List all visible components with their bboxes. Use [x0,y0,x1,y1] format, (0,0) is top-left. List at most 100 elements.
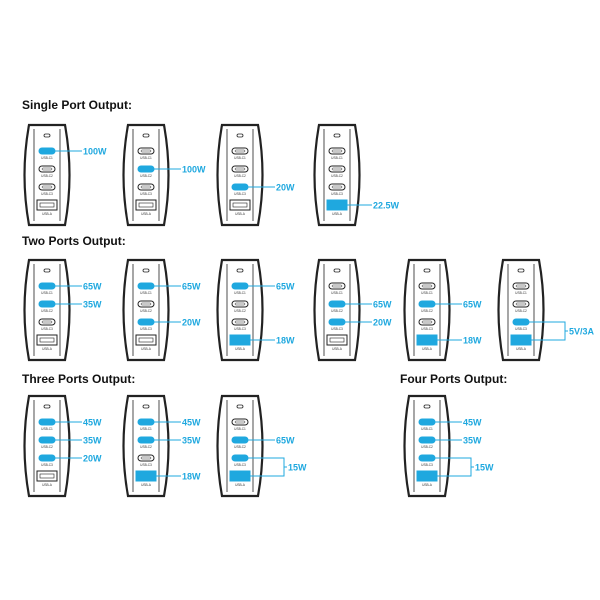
port-c2 [231,436,249,444]
wattage-label: 65W [276,282,295,292]
port-c2-label: USB-C2 [41,309,53,313]
port-c3-label: USB-C3 [234,192,246,196]
port-c1 [38,282,56,290]
port-c3-label: USB-C3 [41,327,53,331]
port-c3-slot [140,456,152,460]
indicator-light [142,404,150,409]
port-c2 [38,300,56,308]
port-c1 [137,418,155,426]
port-a-label: USB-A [332,347,343,351]
port-c3-label: USB-C3 [140,327,152,331]
port-c3-slot [41,320,53,324]
port-c3-label: USB-C3 [41,463,53,467]
port-c2-label: USB-C2 [140,174,152,178]
charger-body [122,394,170,498]
port-c2-label: USB-C2 [234,309,246,313]
wattage-label: 35W [83,300,102,310]
port-c3 [38,454,56,462]
section-title-two: Two Ports Output: [22,234,126,248]
indicator-light [423,268,431,273]
port-c2-slot [140,302,152,306]
port-a-label: USB-A [141,483,152,487]
port-a [510,334,532,346]
indicator-light [142,133,150,138]
port-c2 [137,436,155,444]
port-c3 [418,454,436,462]
port-c1-label: USB-C1 [331,291,343,295]
port-c2 [38,436,56,444]
port-a-slot [138,337,154,343]
wattage-label: 35W [463,436,482,446]
port-a-label: USB-A [235,212,246,216]
port-c2 [418,436,436,444]
indicator-light [236,133,244,138]
port-c1-label: USB-C1 [421,291,433,295]
indicator-light [43,404,51,409]
port-c1-label: USB-C1 [234,156,246,160]
port-a-slot [39,473,55,479]
charger-body [216,394,264,498]
wattage-label: 35W [182,436,201,446]
wattage-label: 20W [182,318,201,328]
port-c1 [38,418,56,426]
port-a-label: USB-A [42,212,53,216]
port-c1 [231,282,249,290]
port-c2-slot [515,302,527,306]
indicator-light [517,268,525,273]
wattage-label: 45W [463,418,482,428]
wattage-label: 20W [83,454,102,464]
wattage-label: 18W [182,472,201,482]
port-c1-label: USB-C1 [515,291,527,295]
port-c2-label: USB-C2 [234,445,246,449]
port-c3-slot [331,185,343,189]
port-a-slot [232,202,248,208]
port-c3-slot [421,320,433,324]
port-c1-label: USB-C1 [140,291,152,295]
wattage-label: 18W [276,336,295,346]
indicator-light [423,404,431,409]
charger-body [216,123,264,227]
port-c3-label: USB-C3 [41,192,53,196]
wattage-label: 35W [83,436,102,446]
wattage-label: 20W [276,183,295,193]
charger-body [23,258,71,362]
port-c3-slot [234,320,246,324]
port-c2 [137,165,155,173]
port-c1-label: USB-C1 [41,291,53,295]
port-c1-label: USB-C1 [140,427,152,431]
port-c1-label: USB-C1 [421,427,433,431]
wattage-label: 45W [83,418,102,428]
charger-body [23,123,71,227]
port-c1-label: USB-C1 [41,156,53,160]
wattage-label: 65W [463,300,482,310]
port-c2-label: USB-C2 [140,445,152,449]
wattage-label: 15W [475,463,494,473]
port-c1-slot [234,420,246,424]
charger-body [403,394,451,498]
wattage-label: 20W [373,318,392,328]
port-c1-slot [331,149,343,153]
port-c3-label: USB-C3 [515,327,527,331]
indicator-light [236,404,244,409]
port-a-slot [138,202,154,208]
port-c3 [231,183,249,191]
port-c2-label: USB-C2 [421,445,433,449]
wattage-label: 65W [182,282,201,292]
port-c2-slot [331,167,343,171]
port-a-label: USB-A [235,347,246,351]
port-a-slot [329,337,345,343]
port-c2-label: USB-C2 [41,445,53,449]
port-a-label: USB-A [42,483,53,487]
section-title-single: Single Port Output: [22,98,132,112]
wattage-label: 45W [182,418,201,428]
port-c3-slot [140,185,152,189]
charger-body [403,258,451,362]
wattage-label: 65W [83,282,102,292]
